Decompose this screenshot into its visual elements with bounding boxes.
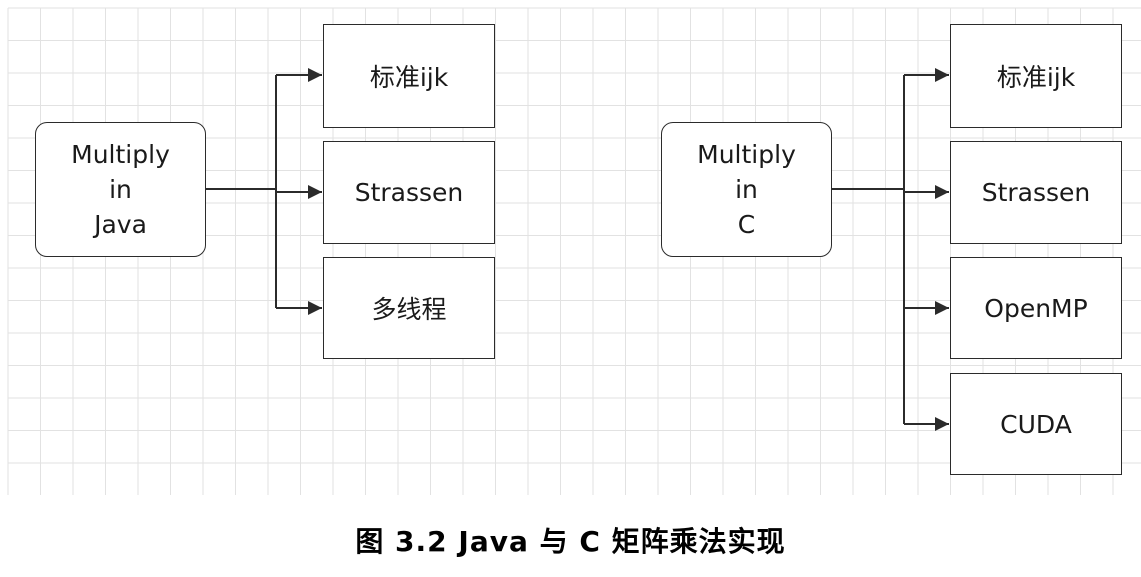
target-node: 标准ijk <box>950 24 1122 128</box>
target-node: Strassen <box>950 141 1122 244</box>
source-line: C <box>737 210 756 239</box>
target-node: OpenMP <box>950 257 1122 359</box>
source-line: in <box>109 175 132 204</box>
target-node: 多线程 <box>323 257 495 359</box>
source-node-c: Multiply in C <box>661 122 832 257</box>
target-node: 标准ijk <box>323 24 495 128</box>
source-line: in <box>735 175 758 204</box>
source-line: Multiply <box>71 140 170 169</box>
connector-layer <box>206 68 949 431</box>
target-node: CUDA <box>950 373 1122 475</box>
figure-caption: 图 3.2 Java 与 C 矩阵乘法实现 <box>355 525 786 558</box>
source-node-java: Multiply in Java <box>35 122 206 257</box>
diagram-canvas: Multiply in Java 标准ijk Strassen 多线程 Mult… <box>7 7 1141 495</box>
target-node: Strassen <box>323 141 495 244</box>
source-line: Java <box>94 210 147 239</box>
source-line: Multiply <box>697 140 796 169</box>
